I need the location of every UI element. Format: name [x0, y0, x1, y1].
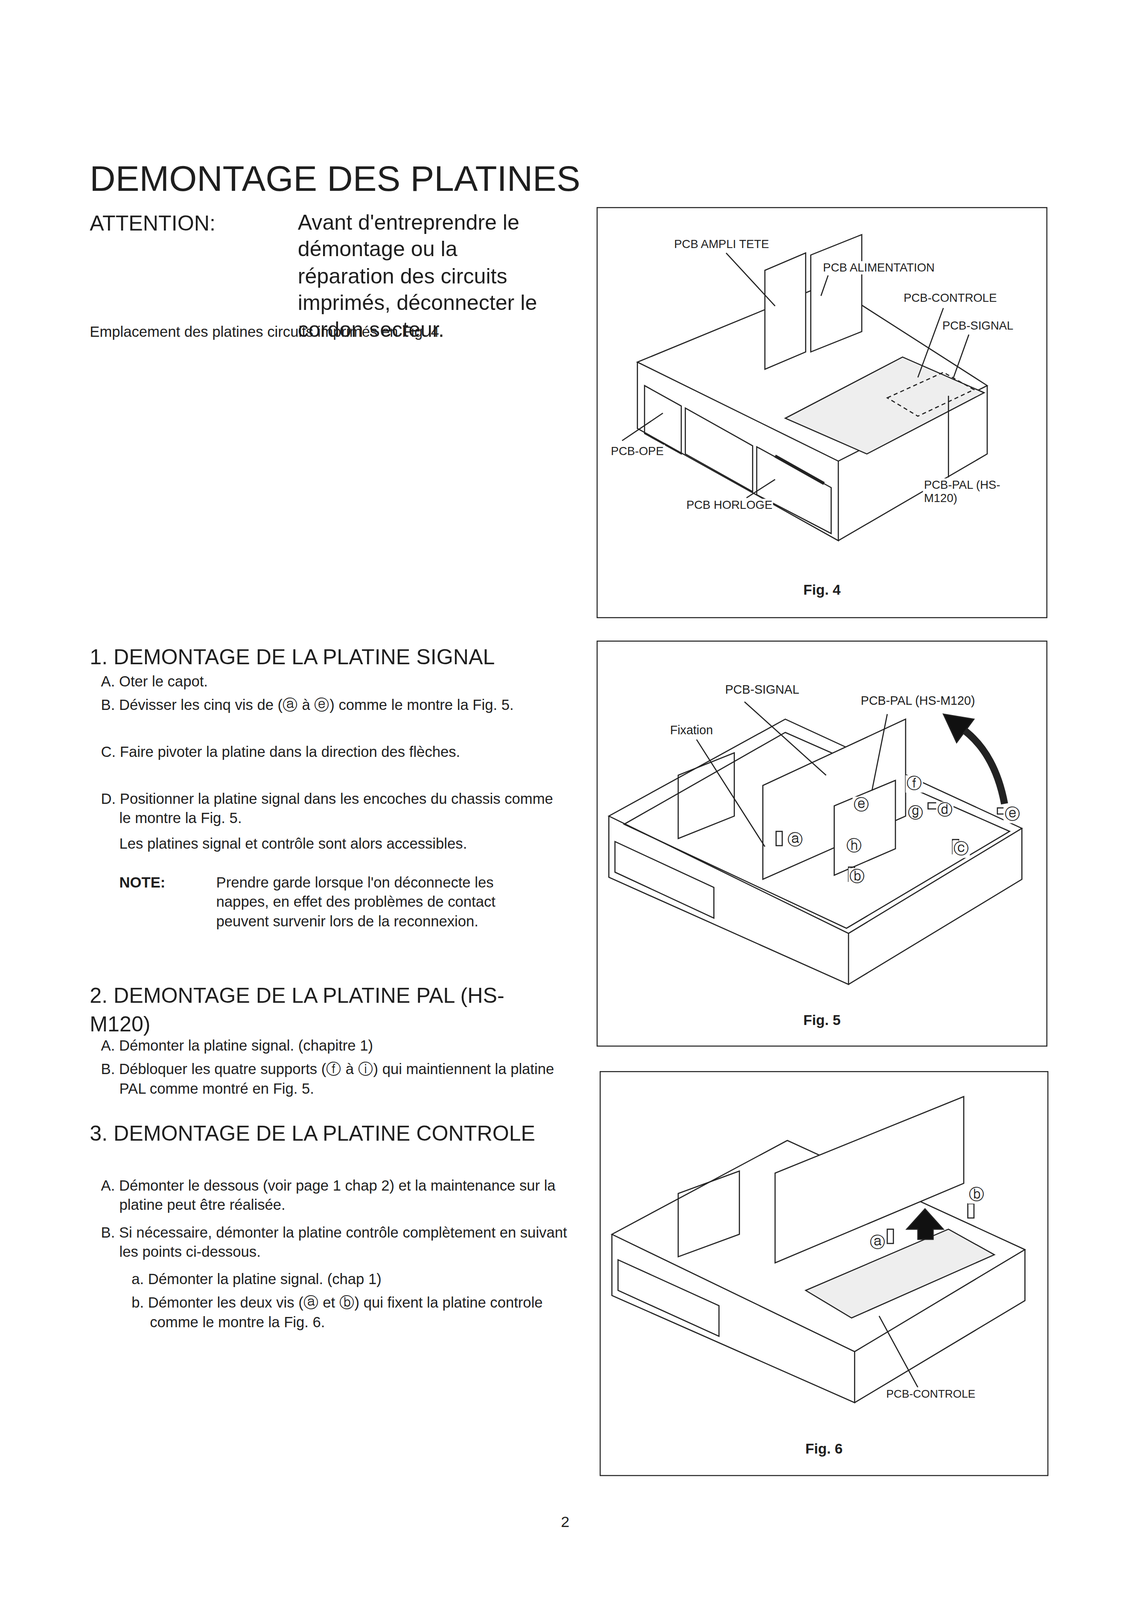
- note-text: Prendre garde lorsque l'on déconnecte le…: [216, 872, 550, 932]
- drawing-stroke: [678, 752, 735, 839]
- figure-frame: Fig. 6: [599, 1070, 1049, 1476]
- part-label: PCB ALIMENTATION: [822, 261, 936, 275]
- part-label: PCB-CONTROLE: [885, 1387, 977, 1400]
- instruction-step: a. Démonter la platine signal. (chap 1): [131, 1269, 569, 1290]
- drawing-stroke: [943, 714, 974, 743]
- part-label: PCB-PAL (HS-M120): [859, 694, 976, 709]
- part-label: PCB-PAL (HS-M120): [923, 478, 1009, 505]
- part-label: PCB-SIGNAL: [724, 683, 801, 697]
- drawing-stroke: [762, 719, 906, 880]
- fig6-chassis: [612, 1096, 1026, 1403]
- section-heading: 2. DEMONTAGE DE LA PLATINE PAL (HS-M120): [89, 981, 554, 1038]
- callout-letter: ⓓ: [936, 801, 954, 819]
- drawing-stroke: [906, 1208, 944, 1240]
- part-label: PCB-SIGNAL: [941, 319, 1015, 333]
- drawing-stroke: [958, 725, 1005, 804]
- drawing-stroke: [637, 361, 839, 541]
- figure-caption: Fig. 4: [597, 580, 1047, 600]
- callout-letter: ⓐ: [868, 1233, 887, 1251]
- instruction-step: A. Démonter la platine signal. (chapitre…: [101, 1036, 569, 1056]
- callout-letter: ⓖ: [906, 804, 925, 822]
- drawing-stroke: [612, 1233, 855, 1403]
- instruction-text: Les platines signal et contrôle sont alo…: [119, 834, 550, 855]
- section-heading: 1. DEMONTAGE DE LA PLATINE SIGNAL: [89, 642, 495, 671]
- part-label: PCB AMPLI TETE: [673, 237, 770, 251]
- drawing-stroke: [644, 385, 682, 454]
- callout-letter: ⓔ: [1003, 805, 1021, 823]
- callout-letter: ⓒ: [952, 840, 971, 857]
- drawing-stroke: [775, 830, 782, 846]
- drawing-stroke: [887, 1228, 894, 1243]
- drawing-stroke: [696, 739, 765, 847]
- drawing-stroke: [810, 234, 862, 353]
- drawing-stroke: [887, 372, 974, 417]
- instruction-step: C. Faire pivoter la platine dans la dire…: [101, 742, 569, 763]
- callout-letter: ⓕ: [905, 775, 924, 792]
- note-label: NOTE:: [119, 872, 166, 893]
- drawing-stroke: [834, 780, 896, 875]
- note-text: Emplacement des platines circuits imprim…: [89, 322, 444, 342]
- page-number: 2: [560, 1511, 570, 1532]
- figure-caption: Fig. 5: [597, 1010, 1047, 1030]
- instruction-step: B. Dévisser les cinq vis de (ⓐ à ⓔ) comm…: [101, 695, 569, 716]
- callout-letter: ⓔ: [852, 796, 871, 814]
- drawing-stroke: [918, 308, 944, 378]
- instruction-step: A. Oter le capot.: [101, 672, 569, 692]
- drawing-stroke: [685, 408, 753, 492]
- section-heading: 3. DEMONTAGE DE LA PLATINE CONTROLE: [89, 1118, 554, 1147]
- drawing-stroke: [821, 275, 829, 296]
- instruction-step: D. Positionner la platine signal dans le…: [101, 789, 569, 829]
- drawing-stroke: [871, 714, 888, 791]
- callout-letter: ⓑ: [967, 1186, 986, 1203]
- drawing-stroke: [947, 395, 950, 478]
- warning-text: Avant d'entreprendre le démontage ou la …: [297, 209, 555, 344]
- drawing-stroke: [609, 719, 1023, 934]
- page-title: DEMONTAGE DES PLATINES: [89, 154, 581, 202]
- fig5-chassis: [609, 701, 1023, 985]
- drawing-stroke: [678, 1170, 740, 1257]
- drawing-stroke: [746, 479, 776, 498]
- drawing-stroke: [953, 334, 969, 378]
- instruction-step: B. Si nécessaire, démonter la platine co…: [101, 1222, 569, 1262]
- screws: [775, 802, 1012, 882]
- drawing-stroke: [615, 841, 715, 918]
- drawing-stroke: [764, 253, 806, 370]
- part-label: PCB HORLOGE: [685, 498, 774, 512]
- drawing-stroke: [967, 1203, 974, 1218]
- drawing-stroke: [622, 413, 664, 441]
- drawing-stroke: [805, 1228, 995, 1318]
- part-label: Fixation: [669, 724, 715, 738]
- drawing-stroke: [756, 446, 831, 534]
- part-label: PCB-OPE: [609, 444, 665, 458]
- figure-frame: Fig. 5: [596, 640, 1048, 1047]
- warning-label: ATTENTION:: [89, 209, 216, 238]
- drawing-stroke: [785, 356, 985, 454]
- drawing-stroke: [879, 1315, 919, 1388]
- drawing-stroke: [775, 455, 825, 484]
- drawing-stroke: [617, 1259, 720, 1336]
- instruction-step: B. Débloquer les quatre supports (ⓕ à ⓘ)…: [101, 1059, 569, 1099]
- figure-caption: Fig. 6: [600, 1439, 1048, 1458]
- instruction-step: A. Démonter le dessous (voir page 1 chap…: [101, 1175, 569, 1215]
- callout-letter: ⓗ: [845, 837, 863, 855]
- drawing-stroke: [725, 253, 776, 307]
- callout-letter: ⓑ: [848, 867, 866, 885]
- instruction-step: b. Démonter les deux vis (ⓐ et ⓑ) qui fi…: [131, 1293, 569, 1333]
- drawing-stroke: [744, 701, 826, 776]
- part-label: PCB-CONTROLE: [902, 291, 998, 305]
- screws: [887, 1203, 974, 1244]
- callout-letter: ⓐ: [786, 830, 804, 848]
